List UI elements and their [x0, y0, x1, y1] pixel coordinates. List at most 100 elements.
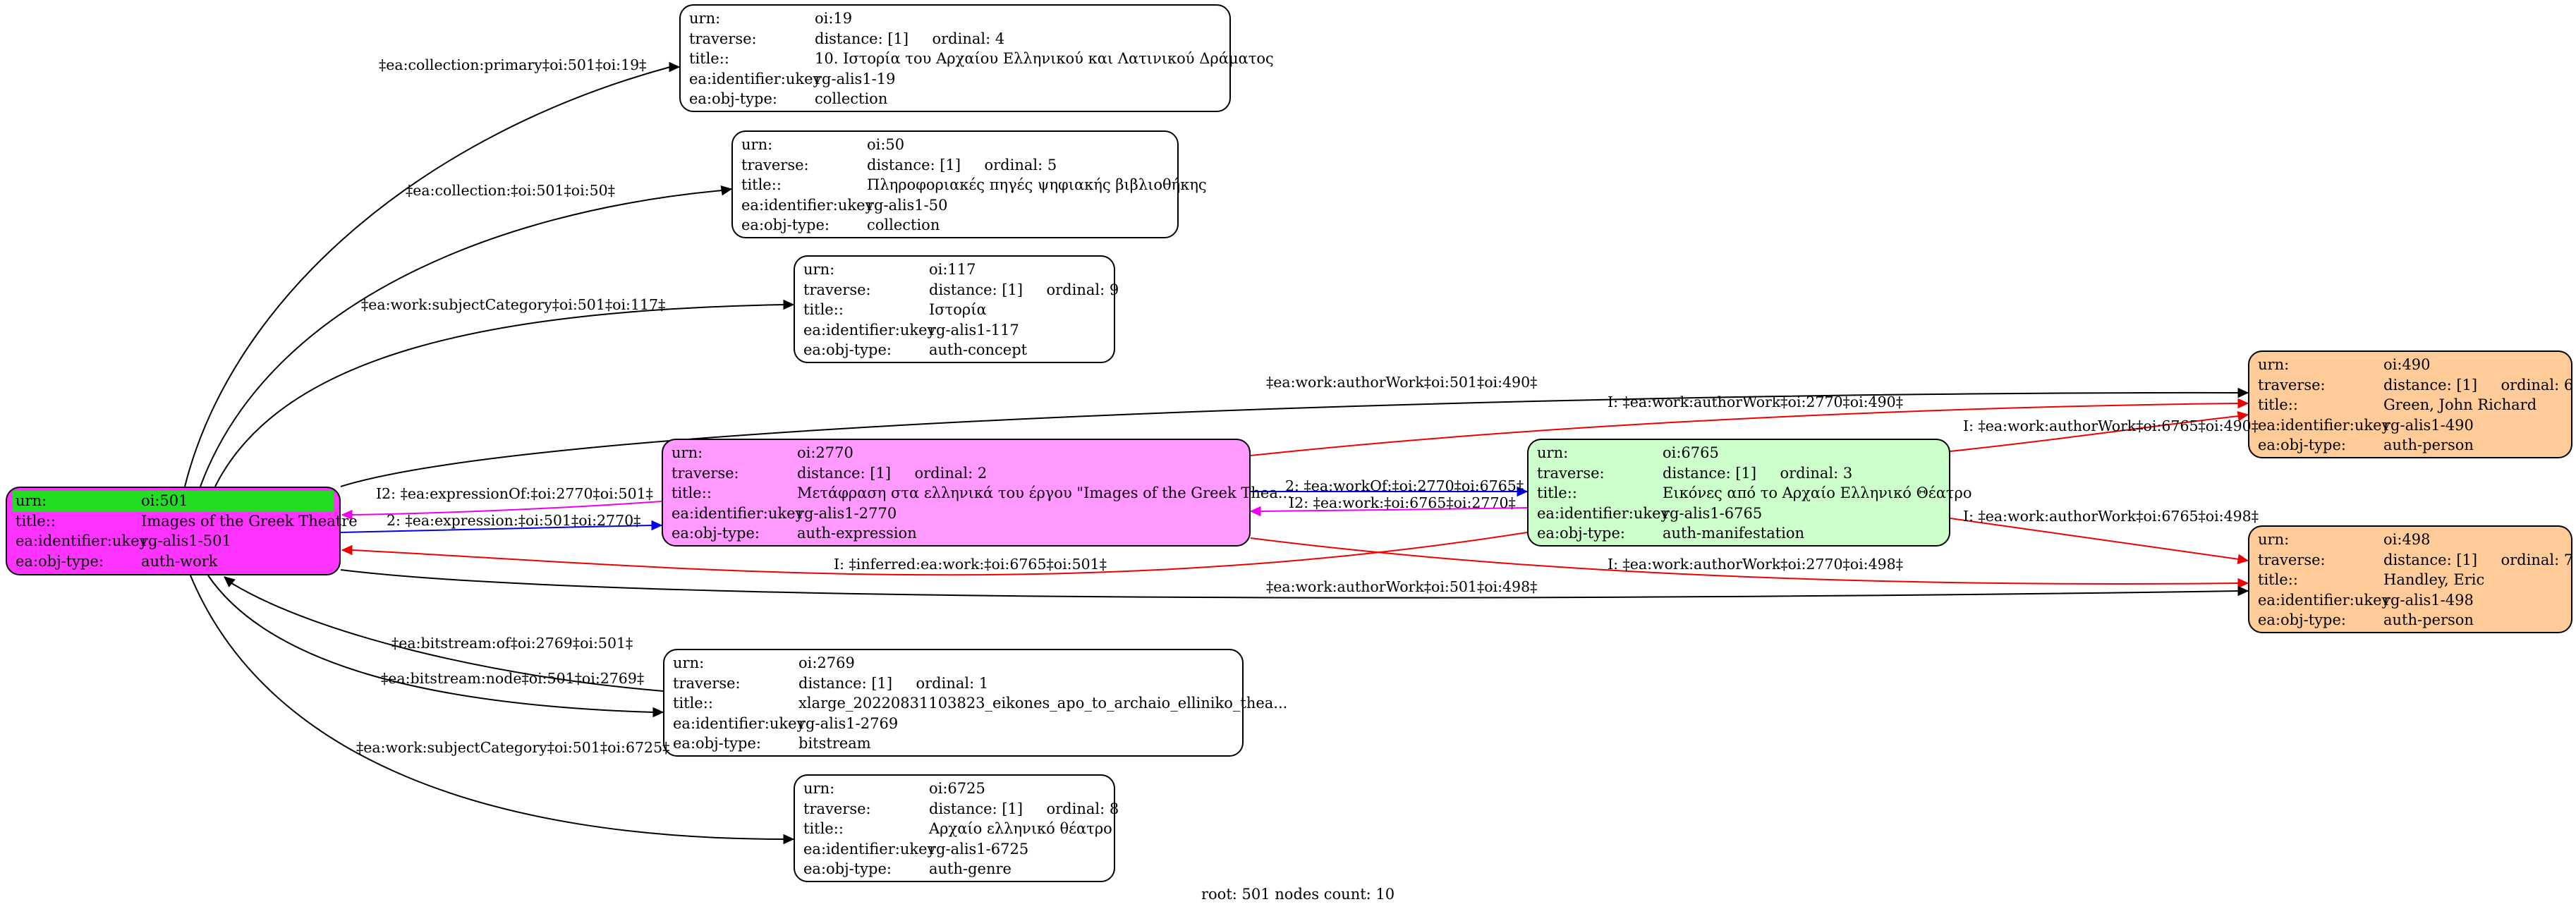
node-row: traverse:distance: [1] ordinal: 4	[689, 29, 1221, 49]
node-row: title::10. Ιστορία του Αρχαίου Ελληνικού…	[689, 49, 1274, 69]
node-field-key: ea:identifier:ukey	[689, 70, 822, 87]
node-field-value: oi:19	[815, 10, 853, 27]
node-field-value: Πληροφοριακές πηγές ψηφιακής βιβλιοθήκης	[867, 176, 1207, 193]
edge-label-e10: I2: ‡ea:work:‡oi:6765‡oi:2770‡	[1289, 494, 1516, 511]
node-field-key: title::	[2258, 396, 2298, 413]
edge-label-e6: I: ‡ea:work:authorWork‡oi:6765‡oi:490‡	[1963, 417, 2259, 434]
node-row: traverse:distance: [1] ordinal: 1	[673, 673, 1234, 694]
node-field-value: auth-person	[2383, 437, 2474, 453]
node-row: traverse:distance: [1] ordinal: 8	[803, 799, 1119, 819]
edge-label-e2: ‡ea:collection:‡oi:501‡oi:50‡	[406, 182, 615, 199]
edge-arrowhead-e1	[669, 61, 681, 73]
node-field-key: title::	[672, 484, 712, 501]
node-field-key: ea:identifier:ukey	[803, 321, 936, 338]
node-field-key: ea:obj-type:	[1537, 525, 1625, 542]
node-field-key: title::	[741, 176, 782, 193]
edge-arrowhead-e11	[341, 544, 353, 556]
node-field-value: rg-alis1-498	[2383, 591, 2474, 609]
edge-label-e1: ‡ea:collection:primary‡oi:501‡oi:19‡	[379, 56, 647, 73]
node-field-key: urn:	[2258, 531, 2290, 548]
node-field-key: ea:identifier:ukey	[2258, 416, 2390, 434]
node-row: traverse:distance: [1] ordinal: 9	[803, 280, 1119, 300]
edge-label-e11: I: ‡inferred:ea:work:‡oi:6765‡oi:501‡	[834, 556, 1107, 573]
node-row: ea:obj-type:auth-person	[2258, 435, 2563, 456]
node-field-key: ea:obj-type:	[672, 525, 760, 542]
node-field-key: ea:identifier:ukey	[672, 504, 804, 522]
edge-label-e4: ‡ea:work:authorWork‡oi:501‡oi:490‡	[1266, 374, 1538, 391]
node-row: title::Εικόνες από το Αρχαίο Ελληνικό Θέ…	[1537, 483, 1972, 504]
edge-e1	[184, 66, 679, 487]
node-field-value: oi:501	[141, 492, 188, 509]
node-field-value: auth-expression	[797, 525, 917, 542]
node-row: title::xlarge_20220831103823_eikones_apo…	[673, 693, 1287, 714]
node-row: ea:obj-type: auth-work	[16, 551, 331, 572]
node-field-value: Μετάφραση στα ελληνικά του έργου "Images…	[797, 484, 1292, 501]
node-field-value: Εικόνες από το Αρχαίο Ελληνικό Θέατρο	[1663, 484, 1972, 501]
node-field-value: rg-alis1-19	[815, 70, 896, 87]
node-row: urn:oi:490	[2258, 355, 2563, 375]
node-field-value: collection	[815, 90, 888, 107]
node-field-key: traverse:	[803, 800, 871, 817]
node-field-value: Ιστορία	[929, 301, 987, 318]
edge-arrowhead-e3	[783, 299, 795, 310]
node-field-key: traverse:	[803, 281, 871, 298]
node-row: ea:obj-type:bitstream	[673, 733, 1234, 754]
node-field-value: distance: [1] ordinal: 6	[2383, 376, 2574, 394]
node-field-key: title::	[2258, 571, 2298, 588]
node-field-key: traverse:	[741, 156, 809, 173]
node-row: title::Αρχαίο ελληνικό θέατρο	[803, 819, 1112, 839]
node-field-value: auth-work	[141, 552, 218, 570]
node-row: title::Images of the Greek Theatre	[16, 511, 358, 532]
node-field-value: auth-concept	[929, 341, 1028, 358]
edge-e2	[200, 188, 732, 487]
edge-e5	[1250, 403, 2248, 456]
node-row: title::Πληροφοριακές πηγές ψηφιακής βιβλ…	[741, 175, 1207, 195]
node-field-key: traverse:	[672, 464, 739, 482]
node-field-value: auth-genre	[929, 860, 1011, 877]
node-row: urn:oi:6725	[803, 779, 1105, 799]
node-oi2769[interactable]: urn: oi:2769 traverse:distance: [1] ordina…	[663, 649, 1287, 757]
edge-arrowhead-e8	[651, 520, 663, 531]
node-field-key: title::	[803, 820, 844, 837]
edge-label-e16: ‡ea:bitstream:node‡oi:501‡oi:2769‡	[381, 670, 645, 687]
node-row: urn:oi:2770	[672, 443, 1241, 463]
node-field-value: rg-alis1-6725	[929, 840, 1029, 858]
node-field-value: oi:490	[2383, 356, 2431, 373]
edge-arrowhead-e15	[224, 576, 236, 587]
node-field-value: Images of the Greek Theatre	[141, 512, 358, 530]
node-field-key: ea:obj-type:	[2258, 611, 2346, 628]
edge-label-e12: I: ‡ea:work:authorWork‡oi:6765‡oi:498‡	[1963, 508, 2259, 525]
node-row: title::Green, John Richard	[2258, 395, 2563, 415]
node-field-key: ea:obj-type:	[803, 860, 892, 877]
node-field-value: distance: [1] ordinal: 7	[2383, 551, 2574, 568]
edge-label-e5: I: ‡ea:work:authorWork‡oi:2770‡oi:490‡	[1608, 394, 1903, 410]
node-field-key: title::	[673, 695, 713, 712]
node-row: ea:obj-type:auth-concept	[803, 340, 1105, 360]
edge-arrowhead-e14	[2237, 585, 2249, 597]
node-field-value: oi:2769	[798, 654, 855, 671]
edge-e11	[342, 532, 1528, 576]
node-row: urn:oi:6765	[1537, 443, 1940, 463]
node-field-key: ea:obj-type:	[16, 552, 104, 570]
edge-label-e15: ‡ea:bitstream:of‡oi:2769‡oi:501‡	[391, 635, 633, 652]
node-field-key: urn:	[803, 261, 835, 278]
edge-arrowhead-e17	[783, 834, 795, 845]
edge-arrowhead-e6	[2237, 411, 2249, 422]
node-field-value: rg-alis1-6765	[1663, 504, 1763, 522]
node-field-value: Αρχαίο ελληνικό θέατρο	[929, 820, 1112, 837]
node-field-value: distance: [1] ordinal: 5	[867, 156, 1057, 173]
node-field-key: urn:	[673, 654, 705, 671]
edge-e10	[1251, 507, 1528, 512]
